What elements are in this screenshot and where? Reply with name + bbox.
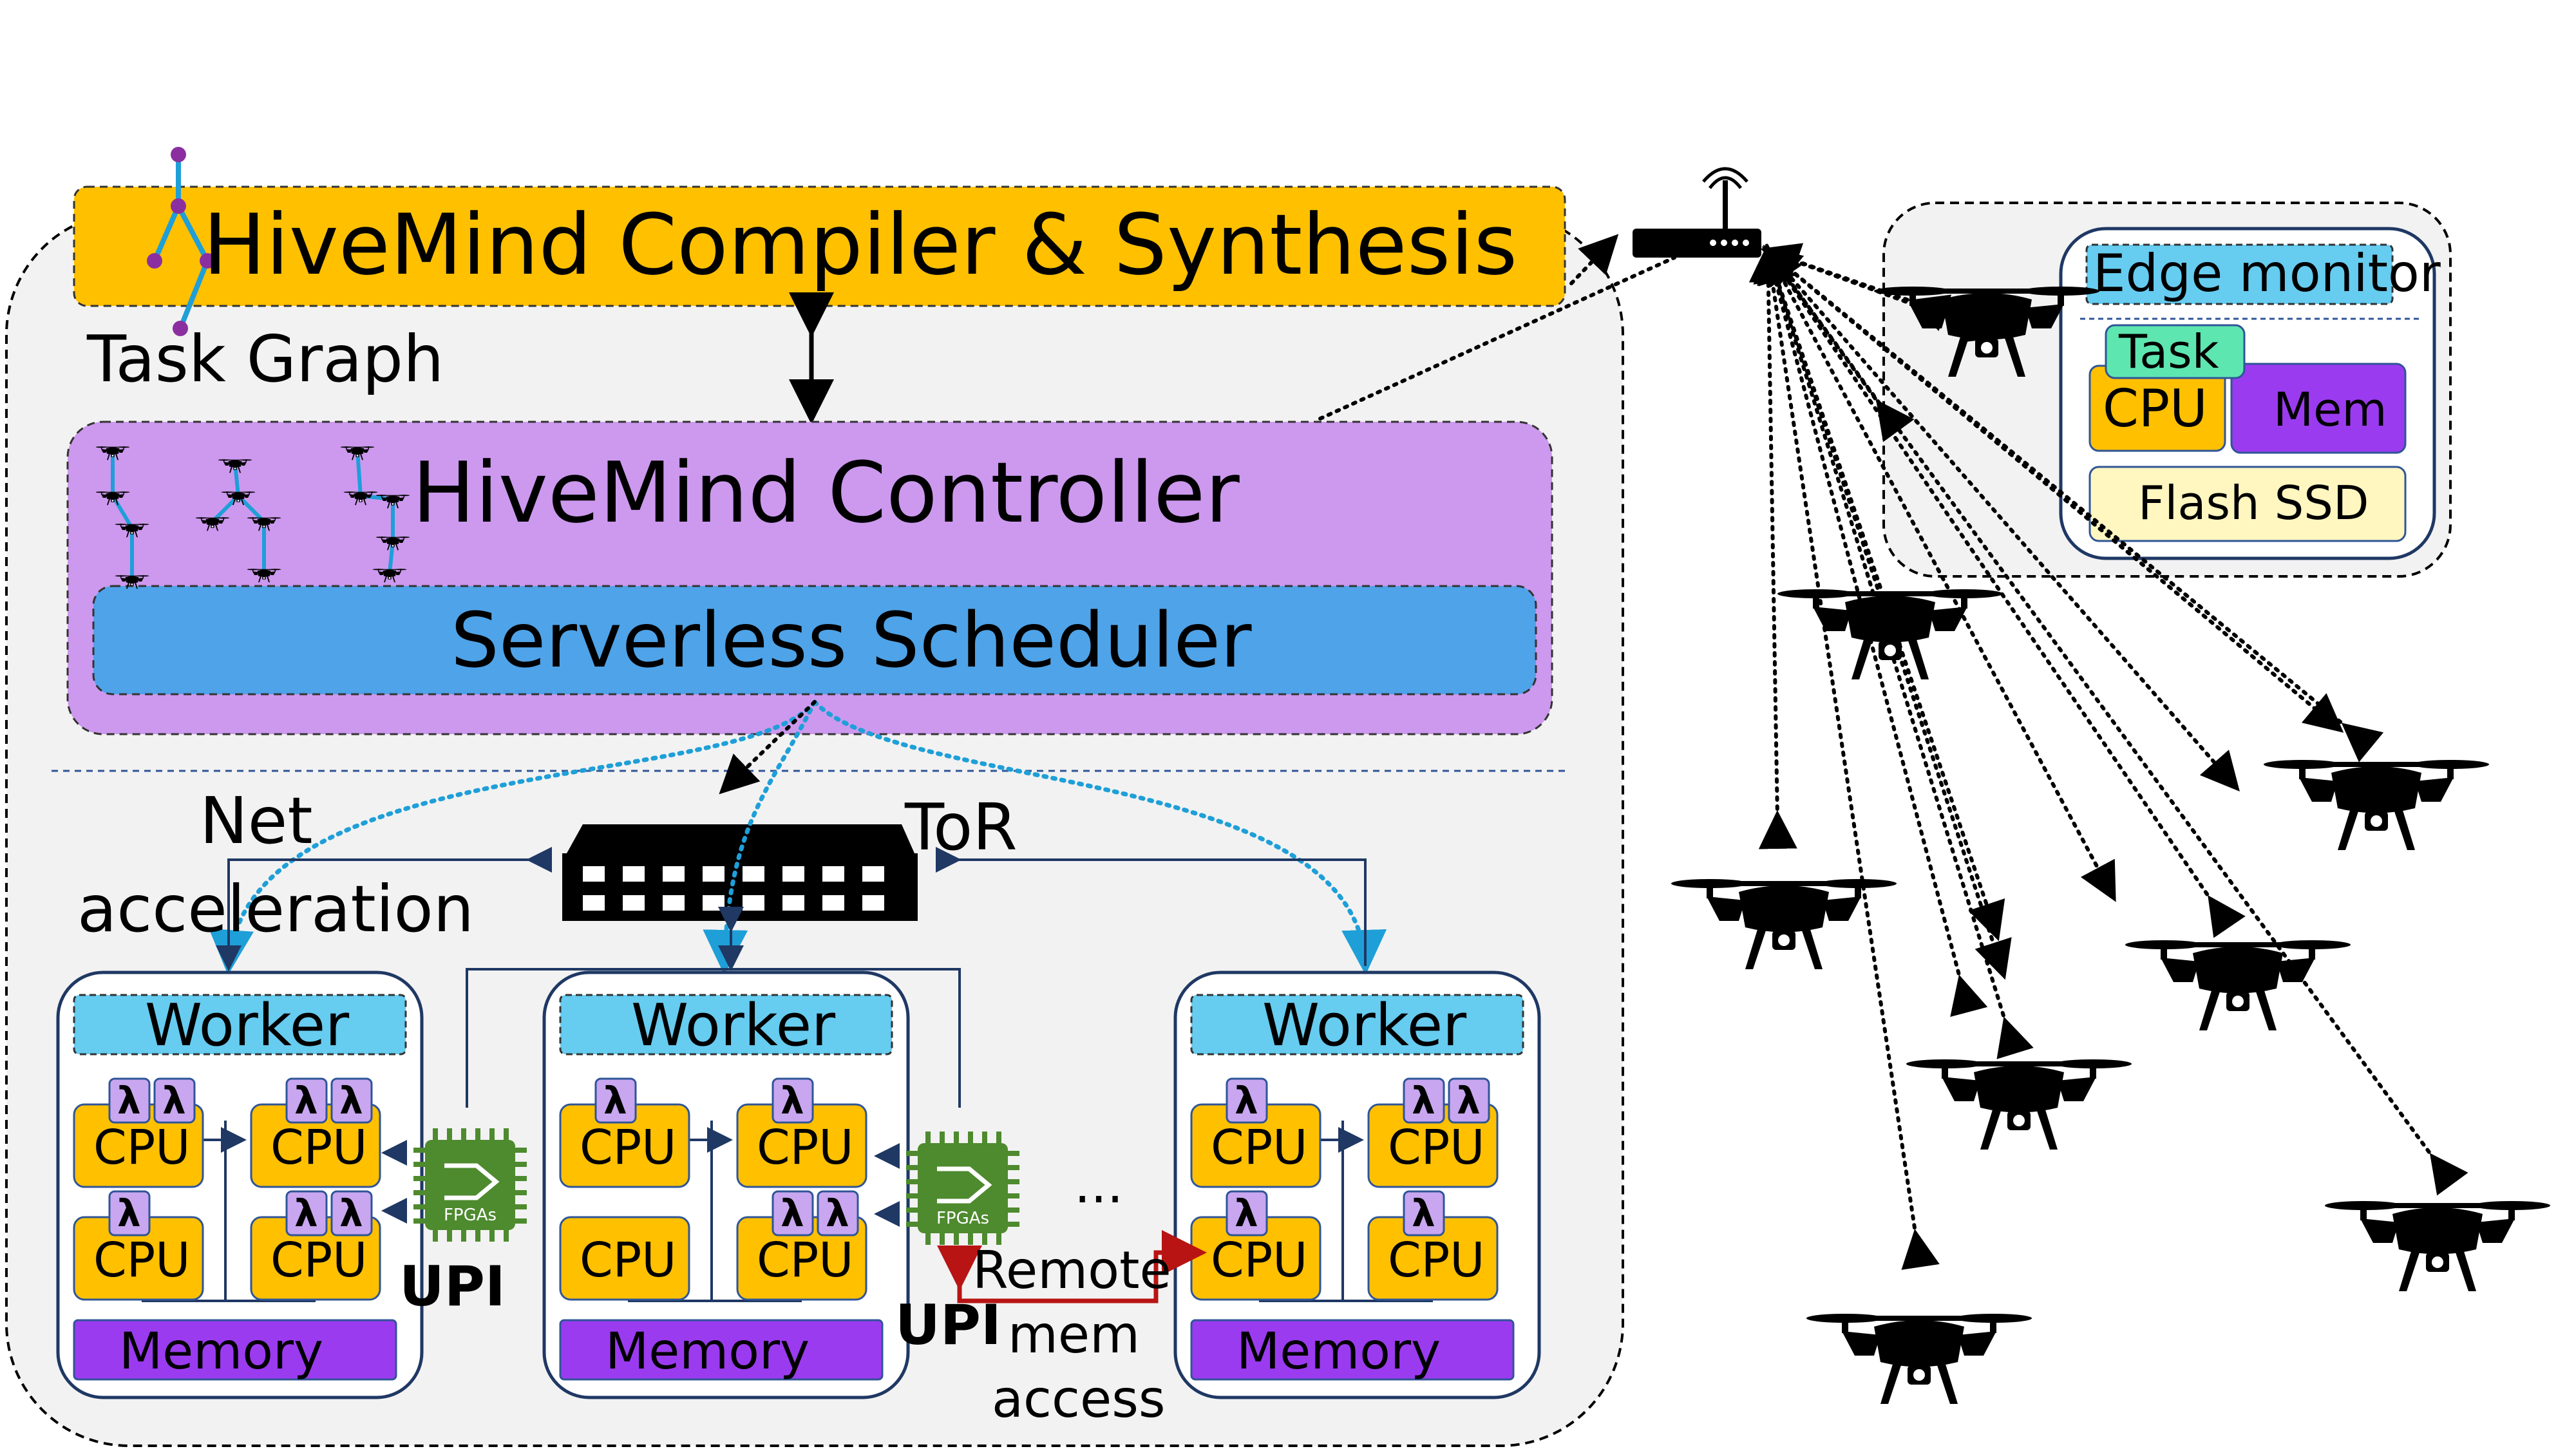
edge-flash-label: Flash SSD (2138, 476, 2369, 530)
compiler-title: HiveMind Compiler & Synthesis (203, 196, 1518, 294)
lambda-badge (817, 1190, 859, 1236)
fpga-label: FPGAs (936, 1209, 989, 1228)
drone-icon (2325, 1201, 2550, 1291)
cpu-label: CPU (1211, 1233, 1308, 1288)
lambda-symbol: λ (826, 1191, 849, 1235)
worker-node-3 (1173, 971, 1541, 1399)
lambda-badge (285, 1077, 328, 1124)
cpu-box (559, 1216, 690, 1301)
fpga-label: FPGAs (444, 1206, 497, 1225)
lambda-symbol: λ (294, 1191, 318, 1235)
lambda-symbol: λ (339, 1079, 363, 1122)
cpu-label: CPU (93, 1120, 191, 1175)
drone-icon (1777, 589, 2003, 679)
lambda-badge (108, 1190, 151, 1236)
lambda-symbol: λ (339, 1191, 363, 1235)
lambda-symbol: λ (1457, 1079, 1481, 1122)
lambda-symbol: λ (162, 1079, 186, 1122)
remote-mem-label-3: access (992, 1369, 1166, 1429)
drone-icon (1671, 879, 1897, 969)
memory-label: Memory (605, 1323, 810, 1381)
upi-label-1: UPI (399, 1255, 506, 1319)
cpu-label: CPU (1211, 1120, 1308, 1175)
cpu-label: CPU (757, 1120, 854, 1175)
lambda-badge (1403, 1077, 1445, 1124)
edge-mem-label: Mem (2273, 383, 2387, 437)
net-accel-label-1: Net (200, 783, 313, 858)
remote-mem-label-2: mem (1008, 1305, 1141, 1365)
edge-cpu-label: CPU (2103, 379, 2208, 439)
drone-icon (1806, 1314, 2032, 1404)
lambda-badge (153, 1077, 196, 1124)
task-graph-icon (147, 147, 215, 336)
lambda-badge (330, 1077, 373, 1124)
fpga-chip-icon: FPGAs (874, 1132, 1019, 1245)
tor-label: ToR (905, 790, 1018, 865)
lambda-badge (772, 1190, 814, 1236)
lambda-symbol: λ (117, 1079, 141, 1122)
cpu-label: CPU (580, 1120, 677, 1175)
net-accel-label-2: acceleration (77, 871, 475, 947)
lambda-symbol: λ (1235, 1079, 1258, 1122)
worker-node-2 (542, 971, 910, 1399)
worker-label: Worker (1262, 992, 1467, 1059)
lambda-symbol: λ (781, 1191, 804, 1235)
lambda-symbol: λ (603, 1079, 627, 1122)
cpu-label: CPU (270, 1233, 368, 1288)
lambda-badge (1226, 1190, 1268, 1236)
worker-node-1 (56, 971, 424, 1399)
drone-icon (2264, 760, 2489, 850)
lambda-symbol: λ (1412, 1079, 1435, 1122)
router-icon (1633, 167, 1761, 258)
drone-icon (1906, 1059, 2132, 1150)
lambda-badge (594, 1077, 637, 1124)
memory-label: Memory (1236, 1323, 1441, 1381)
worker-label: Worker (631, 992, 836, 1059)
memory-label: Memory (119, 1323, 324, 1381)
upi-label-2: UPI (895, 1293, 1001, 1358)
edge-task-label: Task (2119, 325, 2219, 379)
remote-mem-label-1: Remote (972, 1240, 1171, 1300)
ellipsis-label: ... (1074, 1155, 1124, 1215)
lambda-badge (1403, 1190, 1445, 1236)
task-graph-label: Task Graph (87, 321, 444, 397)
lambda-symbol: λ (1235, 1191, 1258, 1235)
cpu-label: CPU (270, 1120, 368, 1175)
edge-monitor-label: Edge monitor (2093, 243, 2441, 303)
cpu-label: CPU (93, 1233, 191, 1288)
lambda-symbol: λ (294, 1079, 318, 1122)
lambda-badge (330, 1190, 373, 1236)
lambda-badge (772, 1077, 814, 1124)
fpga-chip-icon: FPGAs (381, 1128, 527, 1242)
lambda-badge (285, 1190, 328, 1236)
tor-switch-icon (562, 824, 918, 921)
lambda-badge (1226, 1077, 1268, 1124)
worker-label: Worker (145, 992, 350, 1059)
cpu-label: CPU (757, 1233, 854, 1288)
cpu-label: CPU (1388, 1120, 1485, 1175)
cpu-label: CPU (580, 1233, 677, 1288)
lambda-symbol: λ (781, 1079, 804, 1122)
lambda-symbol: λ (117, 1191, 141, 1235)
lambda-badge (108, 1077, 151, 1124)
controller-title: HiveMind Controller (412, 444, 1240, 542)
scheduler-title: Serverless Scheduler (451, 596, 1252, 685)
lambda-badge (1448, 1077, 1490, 1124)
cpu-label: CPU (1388, 1233, 1485, 1288)
drone-icon (2125, 940, 2351, 1030)
lambda-symbol: λ (1412, 1191, 1435, 1235)
